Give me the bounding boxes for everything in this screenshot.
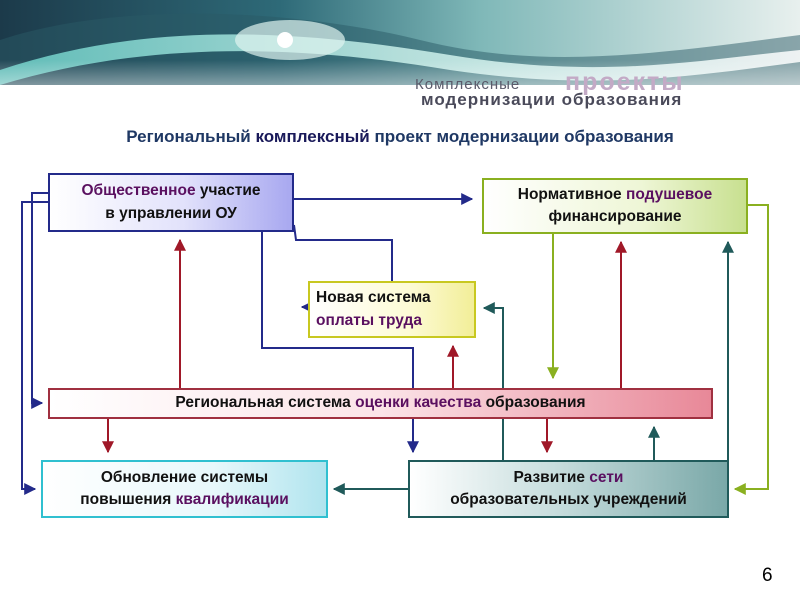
box-funding-word: Нормативное	[517, 185, 622, 203]
box-regional-quality-system: Региональная система оценки качества обр…	[48, 388, 713, 419]
slide-title: Региональный комплексный проект модерниз…	[0, 127, 800, 147]
box-quality-c: образования	[485, 394, 586, 412]
box-training-word: повышения	[80, 491, 172, 508]
box-public-word: участие	[199, 182, 261, 200]
page-number: 6	[762, 565, 773, 586]
line-public-to-quality	[31, 192, 48, 409]
box-public-participation: Общественное участие в управлении ОУ	[48, 173, 294, 232]
box-pay-line1: Новая система	[316, 289, 431, 307]
box-public-line1: Общественное участие	[50, 180, 292, 202]
box-training-update: Обновление системы повышения квалификаци…	[41, 460, 328, 518]
box-per-capita-funding: Нормативное подушевое финансирование	[482, 178, 748, 234]
box-network-word: Развитие	[513, 468, 585, 486]
header-banner	[0, 0, 800, 120]
box-quality-highlight: оценки качества	[355, 394, 482, 412]
box-funding-line1: Нормативное подушевое	[484, 184, 746, 206]
box-training-line1: Обновление системы	[100, 468, 269, 486]
box-public-line2: в управлении ОУ	[105, 204, 237, 222]
line-network-to-pay	[482, 302, 504, 460]
title-part-1: Региональный	[126, 127, 251, 146]
box-network-line2: образовательных учреждений	[450, 491, 687, 508]
box-training-highlight: квалификации	[175, 491, 289, 508]
title-part-2: комплексный	[255, 127, 370, 146]
box-public-highlight: Общественное	[81, 182, 196, 200]
box-funding-line2: финансирование	[548, 208, 682, 225]
box-pay-line2: оплаты труда	[316, 311, 422, 329]
box-network-highlight: сети	[589, 468, 624, 486]
logo-sub-text: модернизации образования	[421, 90, 683, 109]
line-funding-to-pay	[733, 204, 769, 495]
box-quality-a: Региональная система	[175, 394, 351, 412]
title-part-3: проект модернизации образования	[374, 127, 674, 146]
logo-small-text: Комплексные	[415, 76, 521, 93]
box-quality-line: Региональная система оценки качества обр…	[50, 392, 711, 414]
program-logo: Комплексные проекты модернизации образов…	[415, 68, 755, 112]
box-network-development: Развитие сети образовательных учреждений	[408, 460, 729, 518]
box-new-pay-system: Новая система оплаты труда	[308, 281, 476, 338]
box-training-line2: повышения квалификации	[43, 489, 326, 511]
box-network-line1: Развитие сети	[410, 467, 727, 489]
line-public-to-network	[261, 232, 419, 454]
logo-big-text: проекты	[565, 68, 685, 96]
line-public-to-training	[21, 201, 48, 495]
box-funding-highlight: подушевое	[625, 185, 713, 203]
